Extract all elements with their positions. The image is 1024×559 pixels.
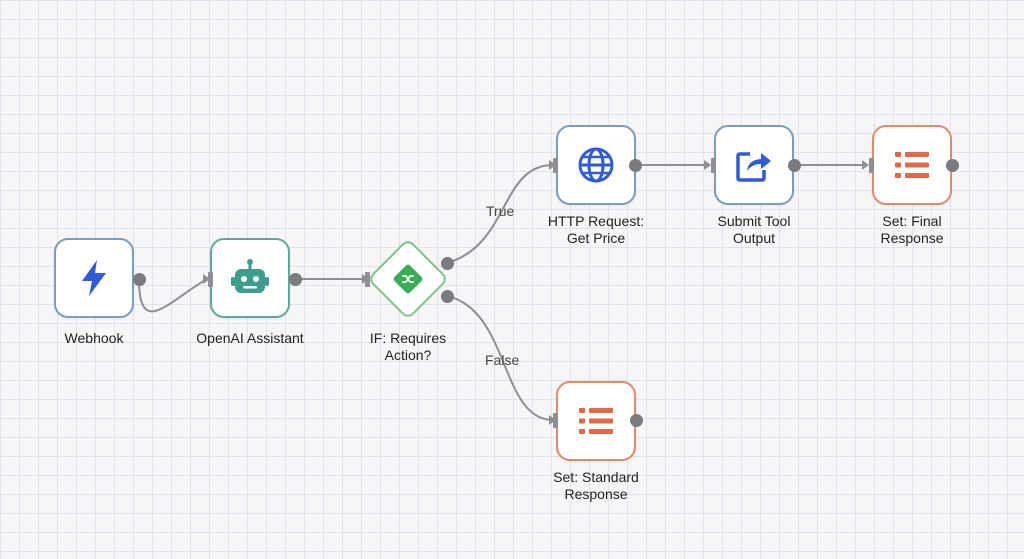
arrowhead bbox=[203, 274, 210, 284]
label-line: Response bbox=[564, 486, 628, 502]
globe-icon bbox=[578, 147, 614, 183]
submit-input-port[interactable] bbox=[711, 158, 716, 173]
arrowhead bbox=[704, 160, 711, 170]
arrowhead bbox=[549, 160, 556, 170]
openai-input-port[interactable] bbox=[208, 272, 213, 287]
webhook-output-port[interactable] bbox=[133, 273, 146, 286]
submit-output-port[interactable] bbox=[788, 159, 801, 172]
node-set-final-response[interactable] bbox=[872, 125, 952, 205]
share-icon bbox=[736, 152, 771, 182]
lightning-icon bbox=[82, 260, 106, 296]
label-line: Response bbox=[880, 230, 944, 246]
node-webhook[interactable] bbox=[54, 238, 134, 318]
node-label: HTTP Request: Get Price bbox=[526, 213, 666, 247]
openai-output-port[interactable] bbox=[289, 273, 302, 286]
edge-label-false: False bbox=[485, 352, 520, 368]
label-line: IF: Requires bbox=[369, 330, 447, 346]
shuffle-icon bbox=[402, 275, 414, 283]
standard-input-port[interactable] bbox=[553, 413, 558, 428]
node-label: Submit Tool Output bbox=[684, 213, 824, 247]
label-line: Submit Tool bbox=[717, 213, 791, 229]
node-label: IF: Requires Action? bbox=[338, 330, 478, 364]
node-label: Webhook bbox=[64, 330, 124, 346]
node-submit-tool-output[interactable] bbox=[714, 125, 794, 205]
final-output-port[interactable] bbox=[946, 159, 959, 172]
list-icon bbox=[579, 408, 613, 434]
edge-if-standard bbox=[446, 295, 554, 421]
edge-label-true: True bbox=[486, 203, 515, 219]
node-label: Set: Final Response bbox=[842, 213, 982, 247]
if-false-output-port[interactable] bbox=[441, 290, 454, 303]
list-icon bbox=[895, 152, 929, 178]
label-line: Get Price bbox=[566, 230, 626, 246]
node-http-request[interactable] bbox=[556, 125, 636, 205]
if-input-port[interactable] bbox=[365, 272, 370, 287]
http-input-port[interactable] bbox=[553, 158, 558, 173]
robot-icon bbox=[231, 259, 269, 293]
label-line: Action? bbox=[384, 347, 432, 363]
label-line: Set: Final bbox=[882, 213, 942, 229]
node-label: Set: Standard Response bbox=[526, 469, 666, 503]
node-label: OpenAI Assistant bbox=[196, 330, 304, 346]
edge-if-http bbox=[446, 164, 554, 264]
node-if-requires-action[interactable] bbox=[366, 237, 450, 321]
arrowhead bbox=[862, 160, 869, 170]
if-true-output-port[interactable] bbox=[441, 257, 454, 270]
node-openai-assistant[interactable] bbox=[210, 238, 290, 318]
http-output-port[interactable] bbox=[629, 159, 642, 172]
final-input-port[interactable] bbox=[869, 158, 874, 173]
label-line: Output bbox=[732, 230, 776, 246]
label-line: HTTP Request: bbox=[547, 213, 645, 229]
arrowhead bbox=[549, 415, 556, 425]
label-line: Set: Standard bbox=[553, 469, 639, 485]
standard-output-port[interactable] bbox=[630, 414, 643, 427]
edge-webhook-openai bbox=[138, 278, 208, 313]
node-set-standard-response[interactable] bbox=[556, 381, 636, 461]
